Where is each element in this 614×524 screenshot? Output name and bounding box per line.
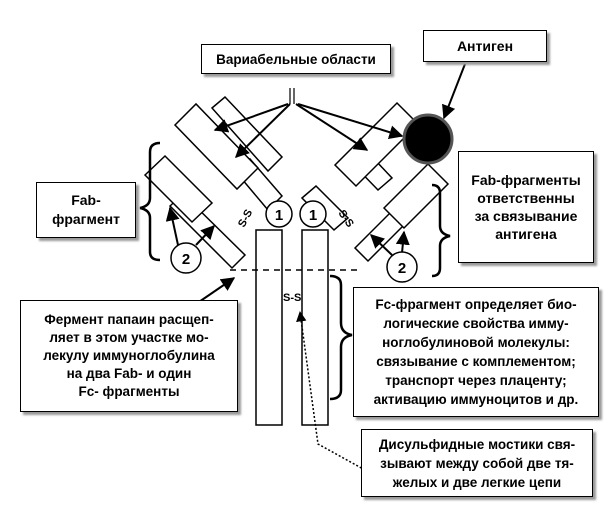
disulfide-bond-heavy: S-S xyxy=(283,292,301,304)
arrow-papain xyxy=(195,277,236,305)
light-chain-marker-left xyxy=(170,242,202,274)
disulfide-description: Дисульфидные мостики свя- зывают между с… xyxy=(361,429,593,497)
heavy-chain-marker-right xyxy=(299,200,327,228)
heavy-chain-left-stem xyxy=(255,229,283,426)
arrow-variable-right-2 xyxy=(297,103,404,139)
arrow-variable-left-2 xyxy=(235,103,291,158)
variable-block-left-heavy xyxy=(173,102,260,191)
antigen-circle xyxy=(402,113,454,165)
fc-brace xyxy=(329,274,353,401)
arrow-light-right-2 xyxy=(395,230,410,254)
heavy-chain-number-right: 1 xyxy=(309,207,317,224)
arrow-light-left-1 xyxy=(165,206,180,246)
fab-brace-right xyxy=(431,183,451,278)
variable-regions-label: Вариабельные области xyxy=(201,44,391,74)
heavy-chain-marker-left xyxy=(265,200,293,228)
heavy-chain-number-left: 1 xyxy=(275,207,283,224)
arrow-variable-left-1 xyxy=(213,103,289,133)
light-chain-marker-right xyxy=(386,251,418,283)
variable-block-right-light xyxy=(382,162,450,230)
fab-fragments-binding-label: Fab-фрагменты ответственны за связывание… xyxy=(458,151,594,263)
arrow-variable-right-1 xyxy=(295,103,369,151)
light-chain-number-right: 2 xyxy=(398,260,406,277)
arrow-antigen xyxy=(442,63,466,120)
disulfide-bond-left-light: S-S xyxy=(236,208,255,230)
fab-brace-left xyxy=(139,141,161,262)
papain-description: Фермент папаин расщеп- ляет в этом участ… xyxy=(20,300,238,412)
fc-fragment-description: Fc-фрагмент определяет био- логические с… xyxy=(353,287,599,417)
variable-block-left-light xyxy=(143,154,214,224)
arrow-light-left-2 xyxy=(195,224,215,246)
arrow-light-right-1 xyxy=(369,234,393,256)
antigen-label: Антиген xyxy=(423,30,547,62)
heavy-chain-right-stem xyxy=(301,229,329,426)
light-chain-number-left: 2 xyxy=(182,251,190,268)
fab-fragment-label: Fab- фрагмент xyxy=(36,182,136,238)
arrow-disulfide xyxy=(296,310,366,471)
